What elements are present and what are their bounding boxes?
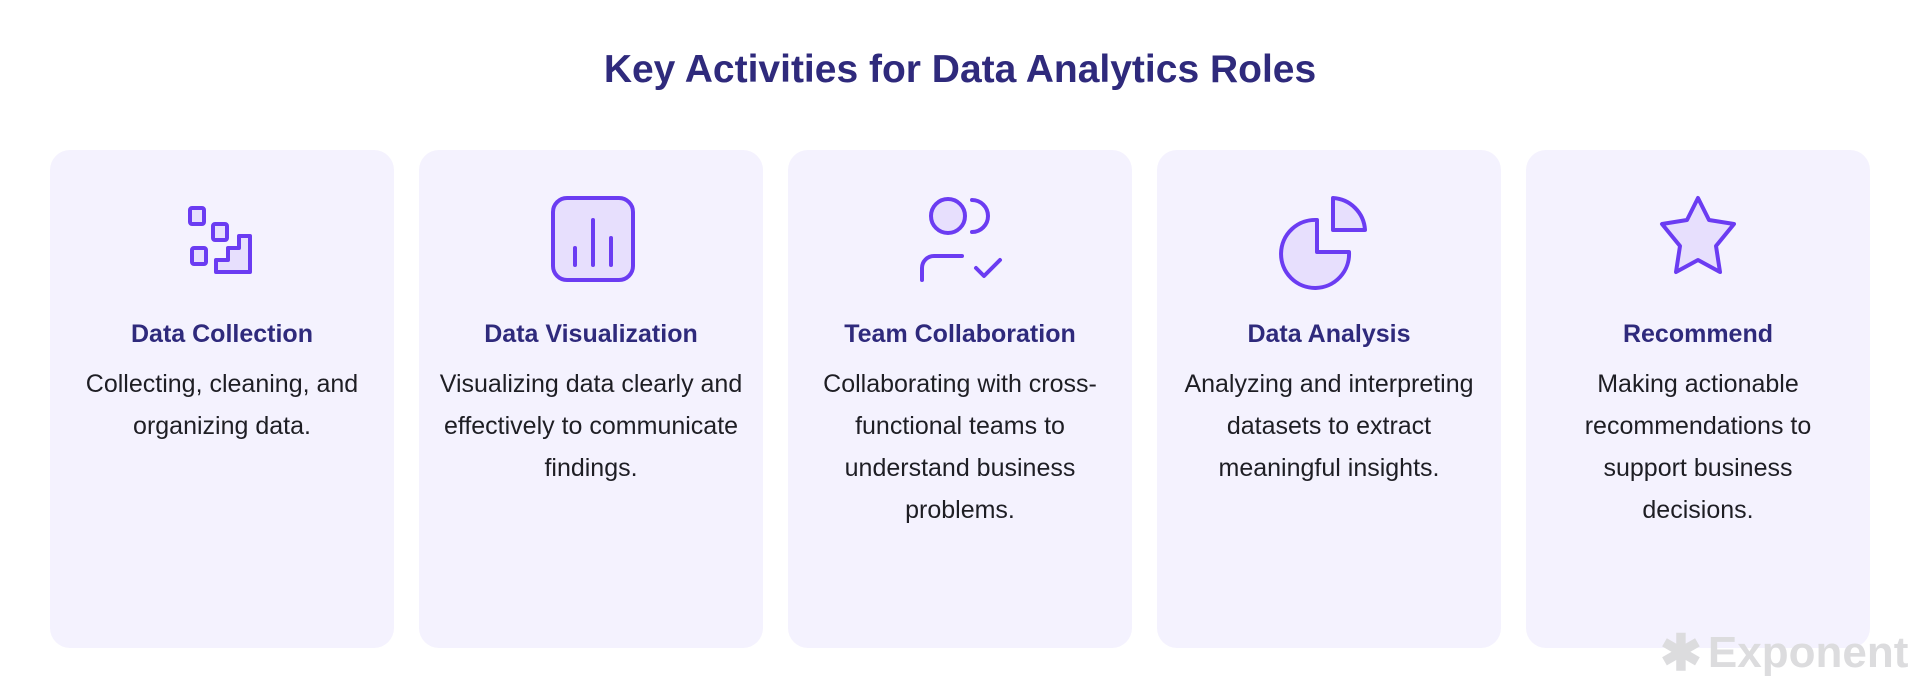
card-data-analysis: Data Analysis Analyzing and interpreting… <box>1157 150 1501 648</box>
card-description: Visualizing data clearly and effectively… <box>439 370 743 482</box>
card-data-visualization: Data Visualization Visualizing data clea… <box>419 150 763 648</box>
card-heading: Data Visualization <box>484 320 698 348</box>
card-recommend: Recommend Making actionable recommendati… <box>1526 150 1870 648</box>
team-user-check-icon <box>910 190 1010 290</box>
card-heading: Data Collection <box>131 320 313 348</box>
star-icon <box>1648 190 1748 290</box>
asterisk-logo-icon: ✱ <box>1660 625 1702 681</box>
page-title: Key Activities for Data Analytics Roles <box>603 48 1317 91</box>
card-heading: Data Analysis <box>1247 320 1411 348</box>
card-description: Making actionable recommendations to sup… <box>1584 370 1812 524</box>
bar-chart-icon <box>541 190 641 290</box>
card-team-collaboration: Team Collaboration Collaborating with cr… <box>788 150 1132 648</box>
card-heading: Recommend <box>1622 320 1774 348</box>
data-collection-steps-icon <box>172 190 272 290</box>
card-heading: Team Collaboration <box>844 320 1076 348</box>
card-data-collection: Data Collection Collecting, cleaning, an… <box>50 150 394 648</box>
logo-text: Exponent <box>1707 628 1909 677</box>
card-description: Analyzing and interpreting datasets to e… <box>1184 370 1474 482</box>
exponent-logo: ✱ Exponent <box>1660 628 1908 678</box>
pie-chart-icon <box>1279 190 1379 290</box>
card-description: Collaborating with cross-functional team… <box>823 370 1097 524</box>
card-description: Collecting, cleaning, and organizing dat… <box>85 370 359 440</box>
